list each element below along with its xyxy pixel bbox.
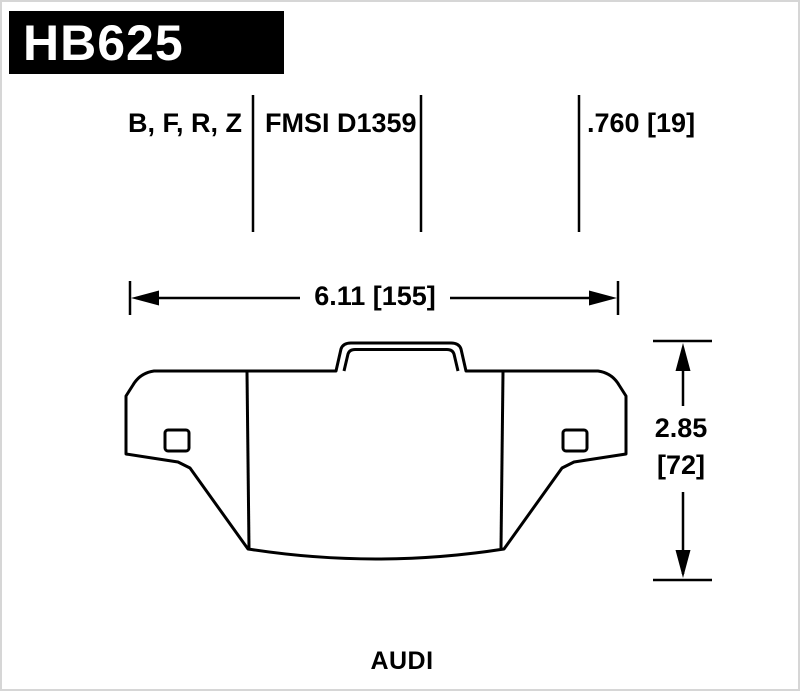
right-abutment-tab bbox=[561, 428, 589, 453]
friction-left-edge-line bbox=[245, 371, 251, 549]
height-value: 2.85 bbox=[654, 413, 708, 443]
left-abutment-tab bbox=[163, 428, 191, 453]
width-dimension-label: 6.11 [155] bbox=[314, 281, 436, 311]
friction-right-edge-line bbox=[499, 371, 505, 549]
right-arrowhead-icon bbox=[589, 290, 617, 306]
left-arrowhead-icon bbox=[131, 290, 159, 306]
height-bracket-value: [72] bbox=[656, 450, 705, 480]
vehicle-name: AUDI bbox=[370, 647, 434, 675]
pad-thickness: .760 [19] bbox=[587, 108, 696, 138]
down-arrowhead-icon bbox=[675, 550, 691, 578]
up-arrowhead-icon bbox=[675, 343, 691, 371]
part-number-banner: HB625 bbox=[9, 11, 284, 74]
fmsi-number: FMSI D1359 bbox=[265, 108, 417, 138]
compound-codes: B, F, R, Z bbox=[128, 108, 242, 138]
height-dimension-label: 2.85 [72] bbox=[633, 410, 729, 484]
part-number: HB625 bbox=[23, 14, 184, 71]
brake-pad-outline bbox=[124, 341, 628, 561]
pad-tab-inner-line bbox=[342, 348, 460, 372]
